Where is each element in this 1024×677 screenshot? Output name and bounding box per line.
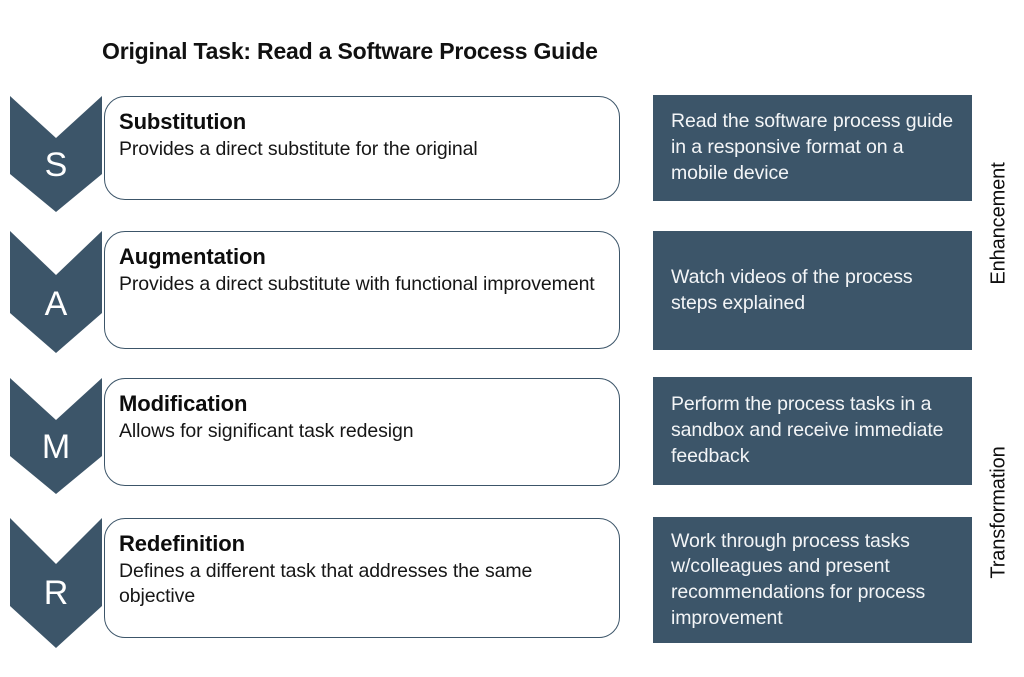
example-panel-modification[interactable]: Perform the process tasks in a sandbox a… [653,377,972,485]
example-text: Perform the process tasks in a sandbox a… [671,393,944,467]
side-label-transformation: Transformation [978,378,1020,646]
samr-row: R Redefinition Defines a different task … [0,517,1024,650]
stage-description: Provides a direct substitute for the ori… [119,138,478,161]
stage-description: Provides a direct substitute with functi… [119,273,595,296]
side-label-text: Enhancement [987,161,1010,285]
side-label-text: Transformation [987,445,1010,579]
samr-row: A Augmentation Provides a direct substit… [0,231,1024,356]
stage-card-substitution[interactable]: Substitution Provides a direct substitut… [104,96,620,200]
example-text: Watch videos of the process steps explai… [671,265,913,314]
side-label-enhancement: Enhancement [978,96,1020,350]
example-panel-augmentation[interactable]: Watch videos of the process steps explai… [653,231,972,350]
samr-row: S Substitution Provides a direct substit… [0,95,1024,214]
stage-title: Augmentation [119,244,266,269]
page-title: Original Task: Read a Software Process G… [102,38,598,64]
stage-description: Allows for significant task redesign [119,420,414,443]
example-panel-substitution[interactable]: Read the software process guide in a res… [653,95,972,201]
stage-title: Redefinition [119,531,245,556]
badge-letter-a: A [10,231,102,353]
samr-row: M Modification Allows for significant ta… [0,377,1024,496]
badge-letter-m: M [10,378,102,494]
badge-letter-s: S [10,96,102,212]
stage-description: Defines a different task that addresses … [119,560,533,607]
stage-title: Modification [119,391,248,416]
example-panel-redefinition[interactable]: Work through process tasks w/colleagues … [653,517,972,643]
badge-letter-r: R [10,518,102,648]
example-text: Read the software process guide in a res… [671,110,953,184]
stage-card-augmentation[interactable]: Augmentation Provides a direct substitut… [104,231,620,349]
stage-title: Substitution [119,109,247,134]
stage-card-modification[interactable]: Modification Allows for significant task… [104,378,620,486]
stage-card-redefinition[interactable]: Redefinition Defines a different task th… [104,518,620,638]
example-text: Work through process tasks w/colleagues … [671,529,926,629]
